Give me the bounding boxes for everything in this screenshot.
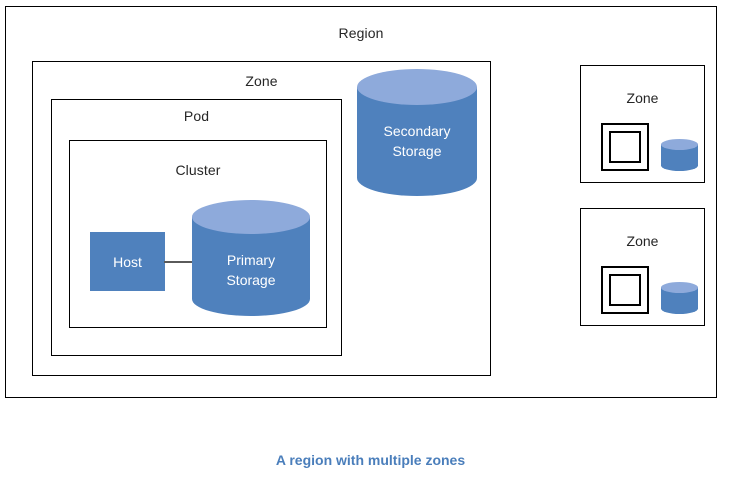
secondary-storage-label-line2: Storage <box>392 143 442 159</box>
cylinder-top-ellipse <box>357 69 477 105</box>
cylinder-body <box>661 287 698 309</box>
region-container: Region <box>5 6 717 398</box>
zone-label: Zone <box>245 73 278 89</box>
diagram-caption: A region with multiple zones <box>275 452 466 468</box>
cluster-label: Cluster <box>175 162 221 178</box>
primary-storage-label: Primary Storage <box>192 250 310 290</box>
pod-label: Pod <box>183 108 210 124</box>
region-label: Region <box>338 25 384 41</box>
zone-container-secondary-1: Zone <box>580 65 705 183</box>
secondary-storage-label: Secondary Storage <box>357 121 477 161</box>
zone-label: Zone <box>626 233 659 249</box>
primary-storage-cylinder-icon: Primary Storage <box>192 200 310 316</box>
cluster-square-icon <box>609 131 641 163</box>
storage-cylinder-icon <box>661 139 698 171</box>
host-to-primary-storage-connector <box>164 261 194 263</box>
host-label: Host <box>113 253 142 270</box>
primary-storage-label-line1: Primary <box>226 252 276 268</box>
pod-square-icon <box>601 123 649 171</box>
pod-container: Pod <box>51 99 342 356</box>
cylinder-body <box>661 144 698 166</box>
storage-cylinder-icon <box>661 282 698 314</box>
host-node: Host <box>90 232 165 291</box>
secondary-storage-cylinder-icon: Secondary Storage <box>357 69 477 196</box>
zone-container-secondary-2: Zone <box>580 208 705 326</box>
cluster-container: Cluster <box>69 140 327 328</box>
zone-container: Zone <box>32 61 491 376</box>
cylinder-top-ellipse <box>661 139 698 150</box>
primary-storage-label-line2: Storage <box>226 272 276 288</box>
cylinder-top-ellipse <box>192 200 310 234</box>
secondary-storage-label-line1: Secondary <box>383 123 451 139</box>
cylinder-top-ellipse <box>661 282 698 293</box>
pod-square-icon <box>601 266 649 314</box>
zone-label: Zone <box>626 90 659 106</box>
cluster-square-icon <box>609 274 641 306</box>
